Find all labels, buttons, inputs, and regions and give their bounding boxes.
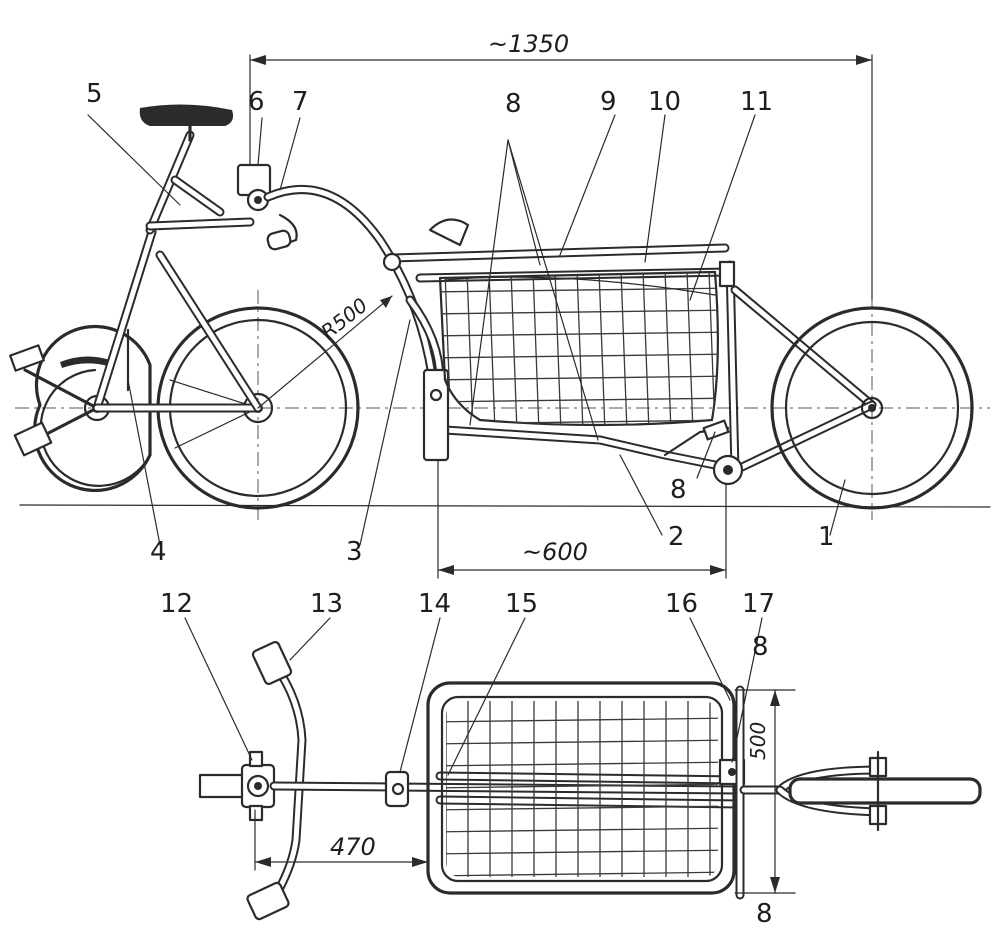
callout-11: 11 [740,87,773,117]
trailer-tyre-top [788,777,982,805]
callout-8-top-upper: 8 [752,632,769,662]
callout-8-top-lower: 8 [756,899,773,929]
callout-15: 15 [505,589,538,619]
net-strand [466,272,474,425]
hitch-clamp [236,163,298,251]
cargo-basket-net [438,270,719,427]
callout-3: 3 [346,537,363,567]
trailer-fork-top [739,750,982,832]
net-strand [532,272,540,425]
trailer-frame [382,243,877,475]
net-strand [446,849,718,855]
net-strand [446,761,718,767]
net-strand [576,272,584,425]
load-bag [428,218,470,247]
hitch-offset-dimension: 470 [254,809,429,871]
callout-6: 6 [248,87,265,117]
kickstand [663,419,744,486]
cargo-length-dimension: ~600 [437,459,727,579]
trailer-wheel [770,306,974,510]
callout-13: 13 [310,589,343,619]
net-strand [446,871,718,877]
callout-7: 7 [292,87,309,117]
basket-width-label: 500 [746,722,770,760]
bicycle-frame [92,130,263,413]
frame-socket [422,368,450,462]
net-strand [510,272,518,425]
overall-length-label: ~1350 [488,30,569,58]
net-strand [554,272,562,425]
net-strand [620,272,628,425]
net-strand [686,272,694,425]
callout-5: 5 [86,79,103,109]
net-strand [440,309,718,315]
net-strand [440,375,718,381]
net-strand [440,397,718,403]
net-strand [598,272,606,425]
net-strand [488,272,496,425]
side-view-leaders [87,114,846,546]
callout-4: 4 [150,537,167,567]
net-strand [642,272,650,425]
pedal-crank [9,344,99,457]
top-view: 500 470 12 13 14 15 16 17 8 8 [160,589,982,929]
net-strand [446,717,718,723]
bike-hub-top [198,750,276,822]
net-strand [446,805,718,811]
net-strand [708,272,716,425]
hitch-offset-label: 470 [330,833,376,861]
drawbar-top [269,770,745,809]
callout-1: 1 [818,522,835,552]
callout-8-lower: 8 [670,475,687,505]
saddle [139,104,234,142]
net-strand [440,287,718,293]
net-strand [446,783,718,789]
cargo-length-label: ~600 [522,538,588,566]
net-strand [440,331,718,337]
callout-8-upper: 8 [505,89,522,119]
net-strand [440,353,718,359]
overall-length-dimension: ~1350 [249,30,873,301]
callout-9: 9 [600,87,617,117]
top-view-leaders [184,617,763,776]
callout-2: 2 [668,522,685,552]
tie-straps [428,139,716,441]
side-view: ~1350 ~600 R500 5 6 7 [9,30,991,579]
net-strand [446,739,718,745]
callout-14: 14 [418,589,451,619]
callout-12: 12 [160,589,193,619]
callout-10: 10 [648,87,681,117]
net-strand [664,272,672,425]
ground-line [19,504,991,508]
radius-line [257,295,393,409]
callout-16: 16 [665,589,698,619]
basket-width-dimension: 500 [734,689,796,894]
net-strand [446,827,718,833]
callout-17: 17 [742,589,775,619]
cranks-top [246,640,307,921]
